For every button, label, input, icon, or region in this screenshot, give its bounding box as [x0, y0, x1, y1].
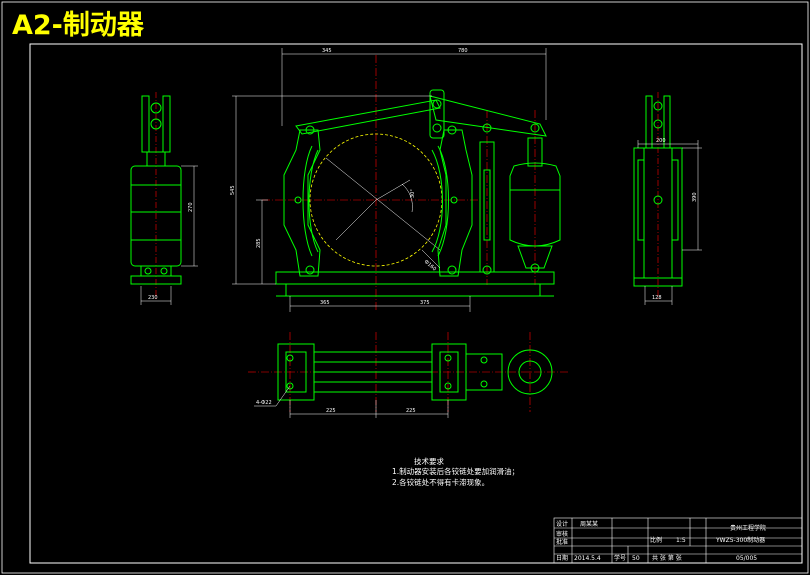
brake-arms — [275, 89, 561, 297]
tb-sheet-label: 学号 — [614, 554, 626, 562]
front-dimensions — [232, 48, 547, 312]
front-centerlines — [262, 55, 536, 310]
tb-checker-label: 审核 — [556, 530, 568, 538]
tb-date-label: 日期 — [556, 554, 568, 562]
tb-approve-label: 批准 — [556, 538, 568, 546]
tb-date: 2014.5.4 — [574, 555, 601, 562]
notes-line-2: 2.各铰链处不得有卡滞现象。 — [392, 478, 490, 487]
inner-frame — [29, 43, 803, 564]
dim-right-top: 200 — [656, 138, 666, 144]
tb-scale-label: 比例 — [650, 536, 662, 544]
dim-plan-left: 225 — [326, 408, 336, 414]
dim-height-total: 545 — [230, 185, 236, 195]
notes-heading: 技术要求 — [414, 457, 444, 466]
dim-radius: Ф160 — [423, 259, 437, 273]
page-title: A2-制动器 — [12, 10, 144, 41]
dim-holes: 4-Ф22 — [256, 400, 272, 406]
dim-top-right: 780 — [458, 48, 468, 54]
notes-line-1: 1.制动器安装后各铰链处要加润滑油； — [392, 467, 520, 476]
tb-school: 贵州工程学院 — [730, 524, 766, 532]
dim-right-bottom: 128 — [652, 295, 662, 301]
right-view-dimensions — [637, 140, 702, 305]
dim-angle: 30° — [410, 189, 416, 198]
tb-designer-label: 设计 — [556, 520, 568, 528]
dim-top-left: 345 — [322, 48, 332, 54]
dim-left-height: 270 — [188, 202, 194, 212]
title-block — [553, 517, 803, 564]
left-view-dimensions — [140, 165, 198, 305]
dim-bottom-left: 365 — [320, 300, 330, 306]
dim-right-height: 390 — [692, 192, 698, 202]
dim-height-lower: 285 — [256, 238, 262, 248]
tb-drawing-name: YWZ5-300制动器 — [715, 536, 765, 544]
left-side-view — [130, 92, 182, 300]
dim-left-width: 230 — [148, 295, 158, 301]
tb-code: 05/005 — [736, 555, 757, 562]
tb-total: 共 张 第 张 — [652, 554, 682, 562]
tb-designer: 周某某 — [580, 521, 598, 528]
tb-sheet: 50 — [632, 555, 640, 562]
plan-view — [248, 332, 570, 418]
right-side-view — [633, 92, 683, 300]
dim-plan-right: 225 — [406, 408, 416, 414]
dim-bottom-right: 375 — [420, 300, 430, 306]
tb-scale: 1:5 — [676, 537, 686, 544]
